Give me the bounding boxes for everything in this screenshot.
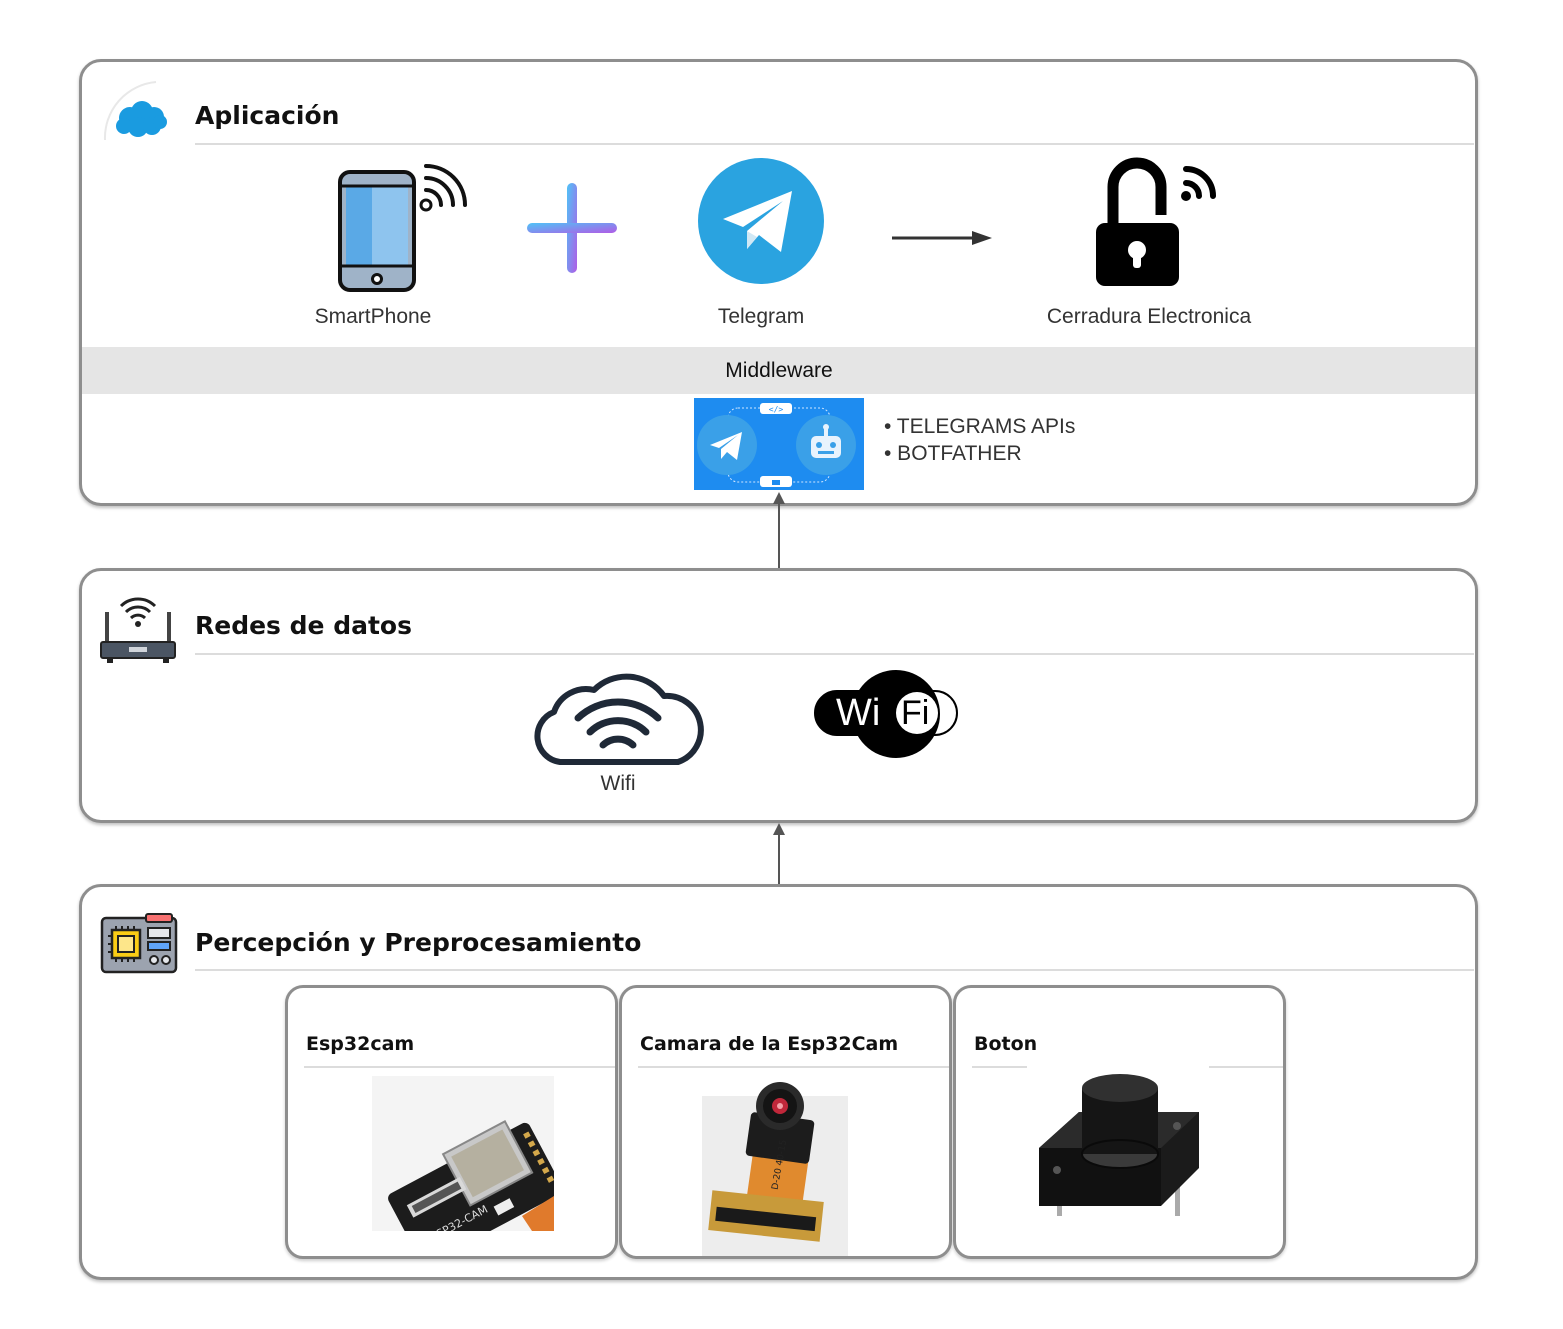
telegram-bot-api-icon: </> (694, 398, 864, 490)
middleware-list: • TELEGRAMS APIs • BOTFATHER (884, 413, 1075, 467)
perception-title: Percepción y Preprocesamiento (195, 928, 642, 957)
network-panel (79, 568, 1478, 823)
telegram-label: Telegram (717, 305, 805, 328)
arrow-right-icon (892, 231, 992, 245)
application-divider (195, 143, 1474, 145)
push-button-image (1027, 1066, 1209, 1238)
router-icon (100, 597, 176, 663)
wifi-logo-wi: Wi (836, 692, 881, 734)
cloud-wifi-icon (534, 673, 704, 765)
middleware-label: Middleware (725, 359, 833, 382)
camera-card-divider (638, 1066, 949, 1068)
network-title: Redes de datos (195, 611, 412, 640)
button-card-title: Boton (974, 1033, 1038, 1055)
network-divider (195, 653, 1474, 655)
circuit-board-icon (100, 913, 178, 974)
telegram-icon (698, 158, 824, 284)
wifi-logo-fi: Fi (901, 694, 930, 732)
esp32cam-board-image: ESP32-CAM (372, 1076, 554, 1231)
padlock-icon (1096, 157, 1216, 286)
wifi-logo-icon: Wi Fi (812, 670, 960, 758)
esp32cam-card-title: Esp32cam (306, 1033, 415, 1055)
smartphone-label: SmartPhone (314, 305, 432, 328)
middleware-item: • BOTFATHER (884, 442, 1022, 465)
wifi-label: Wifi (600, 772, 636, 795)
camera-module-image: D-20 40-15 (702, 1082, 848, 1256)
smartphone-icon (338, 164, 467, 292)
middleware-item: • TELEGRAMS APIs (884, 415, 1076, 438)
salesforce-cloud-icon (103, 81, 167, 141)
perception-divider (195, 969, 1474, 971)
esp32cam-card-divider (304, 1066, 615, 1068)
plus-icon (527, 183, 617, 273)
svg-text:</>: </> (769, 405, 784, 414)
application-title: Aplicación (195, 101, 340, 130)
camera-card-title: Camara de la Esp32Cam (640, 1033, 899, 1055)
wifi-logo-white-circle (896, 692, 938, 734)
middleware-band (82, 347, 1475, 394)
lock-label: Cerradura Electronica (1046, 305, 1252, 328)
